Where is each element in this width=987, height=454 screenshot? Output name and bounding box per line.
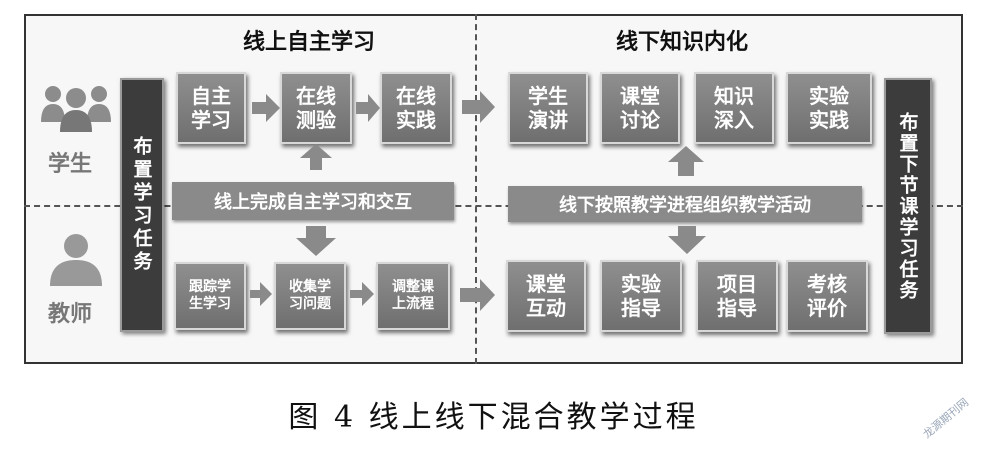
experiment-guidance-box: 实验 指导 (600, 260, 682, 332)
arrow-right-icon (462, 91, 495, 123)
self-study-box: 自主 学习 (176, 72, 246, 144)
knowledge-deepen-box: 知识 深入 (694, 72, 774, 144)
arrow-down-icon (296, 226, 336, 256)
class-interaction-box: 课堂 互动 (506, 260, 586, 332)
arrow-up-icon (668, 146, 704, 176)
experiment-practice-box: 实验 实践 (786, 72, 872, 144)
assign-task-label: 布置学习任务 (130, 136, 153, 274)
online-heading: 线上自主学习 (243, 30, 376, 55)
assessment-box: 考核 评价 (786, 260, 868, 332)
offline-heading: 线下知识内化 (616, 30, 749, 55)
student-label: 学生 (48, 152, 93, 177)
arrow-right-icon (252, 94, 280, 122)
collect-questions-box: 收集学 习问题 (274, 262, 346, 330)
teacher-icon (50, 234, 102, 286)
student-teacher-divider (24, 205, 963, 207)
teacher-label: 教师 (48, 302, 93, 327)
arrow-right-icon (350, 282, 374, 306)
online-practice-box: 在线 实践 (380, 72, 452, 144)
class-discussion-box: 课堂 讨论 (600, 72, 680, 144)
students-icon (41, 86, 111, 132)
arrow-right-icon (356, 94, 380, 122)
online-offline-divider (475, 14, 477, 364)
arrow-down-icon (668, 226, 706, 254)
offline-activity-bar: 线下按照教学进程组织教学活动 (508, 186, 862, 222)
project-guidance-box: 项目 指导 (696, 260, 778, 332)
online-test-box: 在线 测验 (280, 72, 352, 144)
arrow-right-icon (250, 282, 272, 306)
figure-caption: 图 4 线上线下混合教学过程 (288, 400, 699, 435)
arrow-right-icon (460, 279, 495, 311)
student-speech-box: 学生 演讲 (508, 72, 588, 144)
assign-next-task-label: 布置下节课学习任务 (896, 111, 919, 301)
adjust-process-box: 调整课 上流程 (376, 262, 450, 330)
track-learning-box: 跟踪学 生学习 (174, 262, 246, 330)
assign-next-task-bar: 布置下节课学习任务 (884, 78, 932, 334)
assign-task-bar: 布置学习任务 (120, 78, 164, 332)
arrow-up-icon (300, 144, 332, 170)
online-interaction-bar: 线上完成自主学习和交互 (172, 182, 454, 220)
